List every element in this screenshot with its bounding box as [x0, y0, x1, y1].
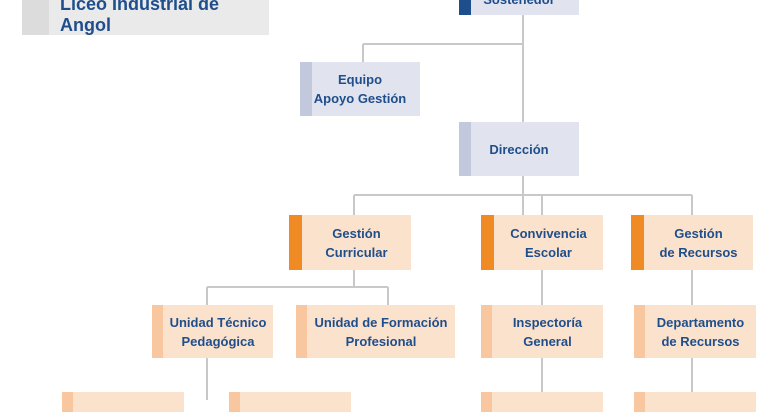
node-label: Gestión Curricular [325, 224, 387, 262]
node-label-line: de Recursos [659, 244, 738, 260]
node-label-line: Equipo [337, 72, 383, 87]
node-label-line: Escolar [525, 244, 572, 260]
node-departamento-recursos: Departamento de Recursos [634, 305, 756, 358]
node-label-line: de Recursos [661, 333, 740, 349]
node-label: Unidad Técnico Pedagógica [170, 313, 267, 351]
node-accent [634, 305, 645, 358]
node-partial [62, 392, 184, 412]
node-convivencia-escolar: Convivencia Escolar [481, 215, 603, 270]
node-gestion-curricular: Gestión Curricular [289, 215, 411, 270]
node-gestion-recursos: Gestión de Recursos [631, 215, 753, 270]
node-label-line: Convivencia [510, 225, 587, 241]
node-unidad-formacion: Unidad de Formación Profesional [296, 305, 455, 358]
node-label: Convivencia Escolar [510, 224, 587, 262]
node-partial [634, 392, 756, 412]
node-direccion: Dirección [459, 122, 579, 176]
node-label: Unidad de Formación Profesional [315, 313, 448, 351]
node-accent [300, 62, 312, 116]
node-label: Sostenedor [483, 0, 555, 9]
node-accent [459, 0, 471, 15]
node-accent [481, 305, 492, 358]
node-accent [229, 392, 240, 412]
node-label-line: Gestión [332, 225, 381, 241]
node-accent [289, 215, 302, 270]
node-partial [481, 392, 603, 412]
node-label: Departamento de Recursos [657, 313, 744, 351]
connector-lines [206, 10, 693, 400]
node-label-line: Unidad de Formación [314, 314, 448, 330]
node-unidad-tecnico: Unidad Técnico Pedagógica [152, 305, 273, 358]
node-accent [481, 392, 492, 412]
node-accent [62, 392, 73, 412]
node-accent [631, 215, 644, 270]
node-accent [634, 392, 645, 412]
node-inspectoria: Inspectoría General [481, 305, 603, 358]
node-label: Dirección [489, 141, 549, 157]
node-equipo-apoyo: Equipo Apoyo Gestión [300, 62, 420, 116]
title-accent-bar [22, 0, 49, 35]
org-title-box: Liceo Industrial de Angol [22, 0, 269, 35]
node-label-line: Inspectoría [512, 314, 583, 330]
node-label: Gestión de Recursos [659, 224, 737, 262]
org-chart: Liceo Industrial de Angol Sostenedor Equ… [22, 0, 756, 412]
node-label-line: Curricular [325, 244, 388, 260]
node-label: Inspectoría General [513, 313, 582, 351]
node-label-line: Gestión [674, 225, 723, 241]
node-accent [152, 305, 163, 358]
node-label-line: General [523, 333, 572, 349]
node-accent [459, 122, 471, 176]
node-label-line: Apoyo Gestión [313, 91, 407, 106]
node-accent [296, 305, 307, 358]
node-accent [481, 215, 494, 270]
node-label-line: Unidad Técnico [169, 314, 267, 330]
node-label: Equipo Apoyo Gestión [314, 70, 406, 108]
org-title: Liceo Industrial de Angol [60, 0, 220, 35]
node-label-line: Pedagógica [181, 333, 255, 349]
node-sostenedor: Sostenedor [459, 0, 579, 15]
node-partial [229, 392, 351, 412]
node-label-line: Profesional [345, 333, 417, 349]
node-label-line: Departamento [656, 314, 745, 330]
